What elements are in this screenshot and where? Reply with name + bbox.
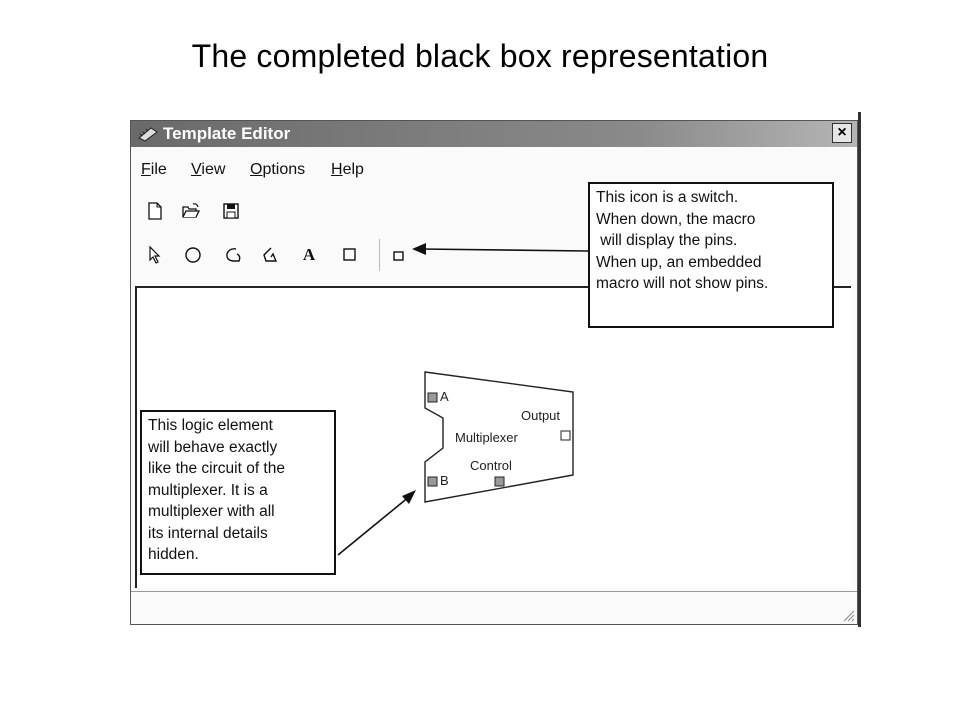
menu-help[interactable]: Help xyxy=(331,161,364,178)
pin-control-label: Control xyxy=(470,458,512,473)
menu-options[interactable]: Options xyxy=(250,161,306,178)
callout-line: will display the pins. xyxy=(596,232,738,249)
callout-line: This icon is a switch. xyxy=(596,189,739,206)
pin-output-label: Output xyxy=(521,408,561,423)
callout-line: When up, an embedded xyxy=(596,253,762,271)
new-file-icon[interactable] xyxy=(143,199,167,223)
freeform-icon[interactable] xyxy=(257,243,281,267)
polyline-icon[interactable] xyxy=(221,243,245,267)
slide-title: The completed black box representation xyxy=(191,38,769,74)
menu-bar: File View Options Help xyxy=(131,157,857,183)
status-bar xyxy=(131,591,857,624)
callout-line: will behave exactly xyxy=(148,438,278,456)
close-button[interactable]: × xyxy=(832,123,852,143)
block-name-label: Multiplexer xyxy=(455,430,518,445)
draw-toolbar: A xyxy=(131,237,857,271)
open-folder-icon[interactable] xyxy=(179,199,203,223)
callout-line: multiplexer. It is a xyxy=(148,481,268,499)
file-toolbar xyxy=(131,193,857,227)
resize-grip-icon[interactable] xyxy=(841,608,855,622)
circle-icon[interactable] xyxy=(181,243,205,267)
save-disk-icon[interactable] xyxy=(219,199,243,223)
menu-file[interactable]: File xyxy=(141,161,167,178)
window-shadow xyxy=(858,112,861,627)
pin-switch-icon[interactable] xyxy=(386,243,410,267)
pointer-icon[interactable] xyxy=(143,243,167,267)
text-icon[interactable]: A xyxy=(297,243,321,267)
logic-callout: This logic element will behave exactly l… xyxy=(140,410,336,575)
toolbar-separator xyxy=(379,239,380,271)
callout-line: its internal details xyxy=(148,524,268,542)
rectangle-icon[interactable] xyxy=(337,243,361,267)
app-chip-icon xyxy=(138,127,158,142)
pin-b-label: B xyxy=(440,473,449,488)
pin-a-label: A xyxy=(440,389,449,404)
callout-line: like the circuit of the xyxy=(148,460,285,477)
callout-line: multiplexer with all xyxy=(148,503,275,520)
text-tool-glyph: A xyxy=(302,245,316,264)
window-title: Template Editor xyxy=(163,124,291,143)
title-bar[interactable]: Template Editor × xyxy=(131,121,857,147)
switch-callout: This icon is a switch. When down, the ma… xyxy=(588,182,834,328)
menu-view[interactable]: View xyxy=(191,161,226,178)
callout-line: This logic element xyxy=(148,417,273,434)
callout-line: When down, the macro xyxy=(596,210,756,228)
callout-line: macro will not show pins. xyxy=(596,275,769,292)
callout-line: hidden. xyxy=(148,546,199,563)
